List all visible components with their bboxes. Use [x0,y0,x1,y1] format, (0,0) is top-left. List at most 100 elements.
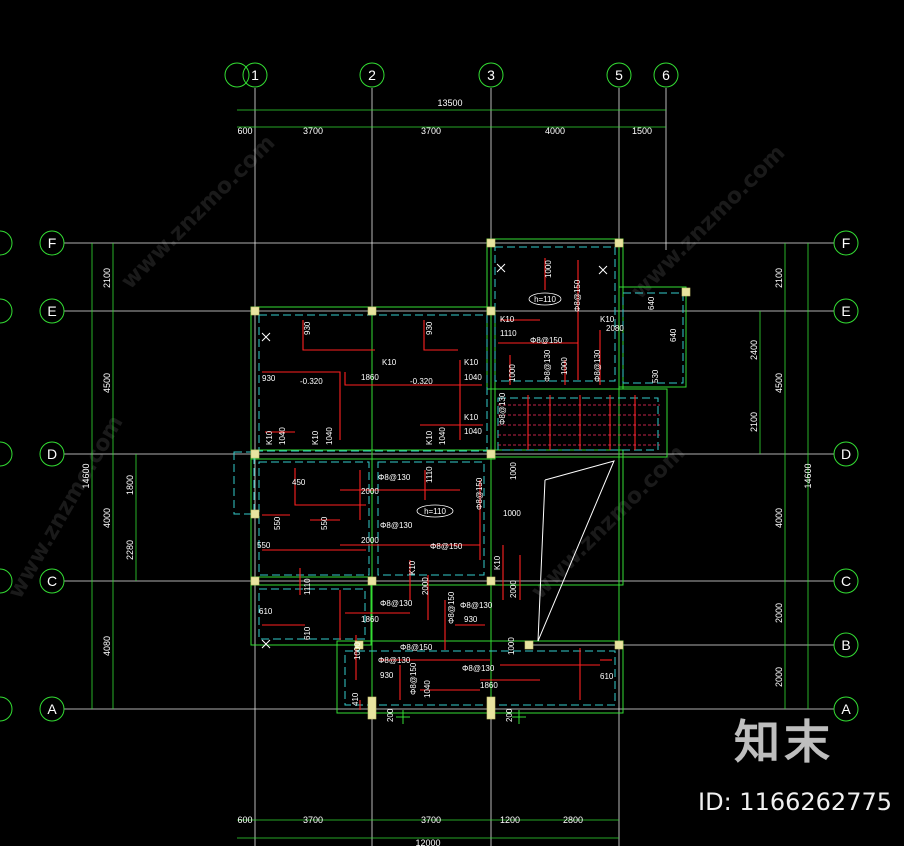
rebar-length: 1000 [508,364,517,382]
rebar-spec: K10 [265,430,274,445]
rebar-spec: Φ8@130 [378,656,411,665]
axis-label-left: F [48,235,57,251]
rebar-length: 1860 [480,681,498,690]
rebar-length: 1040 [464,373,482,382]
axis-label-right: A [841,701,851,717]
axis-label-top: 3 [487,67,495,83]
dim-left-outer: 4000 [102,508,112,528]
dim-top-seg: 4000 [545,126,565,136]
rebar-spec: Φ8@130 [380,521,413,530]
rebar-length: 1110 [425,466,434,483]
brand-logo: 知末 [734,715,834,769]
rebar-length: 1000 [503,509,521,518]
rebar-spec: Φ8@130 [498,392,507,425]
rebar-length: 530 [651,369,660,383]
dim-top-overall: 13500 [437,98,462,108]
rebar-length: 550 [273,516,282,530]
axis-label-left: D [47,446,57,462]
rebar-spec: Φ8@130 [460,601,493,610]
watermark-layer: www.znzmo.com www.znzmo.com www.znzmo.co… [4,130,791,604]
rebar-length: 2000 [361,487,379,496]
rebar-length: 1000 [509,462,518,480]
rebar-spec: Φ8@130 [593,349,602,382]
dim-bottom-seg: 3700 [303,815,323,825]
axis-label-right: C [841,573,851,589]
rebar-spec: K10 [464,413,479,422]
elevation: -0.320 [300,377,323,386]
dim-bottom-seg: 2800 [563,815,583,825]
axis-label-left: C [47,573,57,589]
dim-top-seg: 3700 [303,126,323,136]
dim-right-outer: 2000 [774,667,784,687]
axis-label-right: E [841,303,850,319]
rebar-length: 2000 [361,536,379,545]
rebar-spec: Φ8@150 [530,336,563,345]
rebar-length: 930 [380,671,394,680]
rebar-length: 1040 [325,427,334,445]
axis-label-top: 5 [615,67,623,83]
elevation: -0.320 [410,377,433,386]
dim-right-overall: 14600 [803,463,813,488]
rebar-annotations: 930 930 930 -0.320 -0.320 1860 K10 K10 1… [257,260,678,722]
rebar-length: 2080 [606,324,624,333]
dim-left-outer: 4500 [102,373,112,393]
rebar-length: 1000 [353,642,362,660]
axis-label-right: D [841,446,851,462]
rebar-length: 1040 [278,427,287,445]
dim-right-outer: 2000 [774,603,784,623]
dim-left-outer: 2100 [102,268,112,288]
rebar-spec: K10 [464,358,479,367]
rebar-length: 930 [303,321,312,335]
rebar-length: 1000 [560,357,569,375]
axis-label-left: E [47,303,56,319]
axis-label-left: A [47,701,57,717]
rebar-length: 1040 [464,427,482,436]
dim-top-seg: 600 [237,126,252,136]
rebar-length: 930 [262,374,276,383]
rebar-spec: Φ8@150 [409,662,418,695]
rebar-length: 1000 [507,637,516,655]
columns [250,238,691,720]
rebar-spec: Φ8@130 [380,599,413,608]
dim-left-overall: 14600 [81,463,91,488]
rebar-spec: K10 [600,315,615,324]
dim-top-seg: 1500 [632,126,652,136]
rebar-length: 610 [600,672,614,681]
rebar-spec: Φ8@150 [475,477,484,510]
axis-label-right: F [842,235,851,251]
dimension-text: 13500 600 3700 3700 4000 1500 600 3700 3… [81,98,813,846]
rebar-spec: K10 [500,315,515,324]
rebar-length: 1040 [438,427,447,445]
dimension-lines [91,109,809,839]
dim-left-outer: 4080 [102,636,112,656]
axis-labels: 1 2 3 5 6 F E D C A F E D C B A [47,67,851,717]
rebar-length: 1040 [423,680,432,698]
dim-right-outer: 4000 [774,508,784,528]
cross-markers [261,263,608,649]
rebar-spec: Φ8@150 [430,542,463,551]
rebar-lines [262,258,636,710]
slab-thickness: h=110 [424,507,446,516]
dim-bottom-seg: 3700 [421,815,441,825]
rebar-spec: Φ8@130 [462,664,495,673]
rebar-spec: K10 [408,560,417,575]
dim-left-inner: 1800 [125,475,135,495]
watermark-text: www.znzmo.com [4,412,129,603]
rebar-length: 2000 [421,577,430,595]
dim-right-outer: 4500 [774,373,784,393]
axis-label-top: 1 [251,67,259,83]
axis-label-top: 6 [662,67,670,83]
rebar-length: 1110 [500,329,517,338]
slab-edges [233,246,684,706]
rebar-spec: K10 [382,358,397,367]
rebar-length: 1860 [361,615,379,624]
dim-right-outer: 2100 [774,268,784,288]
rebar-spec: K10 [493,555,502,570]
rebar-length: 200 [386,708,395,722]
rebar-length: 640 [647,296,656,310]
rebar-spec: Φ8@150 [573,279,582,312]
watermark-text: www.znzmo.com [527,440,691,604]
rebar-length: 610 [259,607,273,616]
rebar-length: 450 [292,478,306,487]
